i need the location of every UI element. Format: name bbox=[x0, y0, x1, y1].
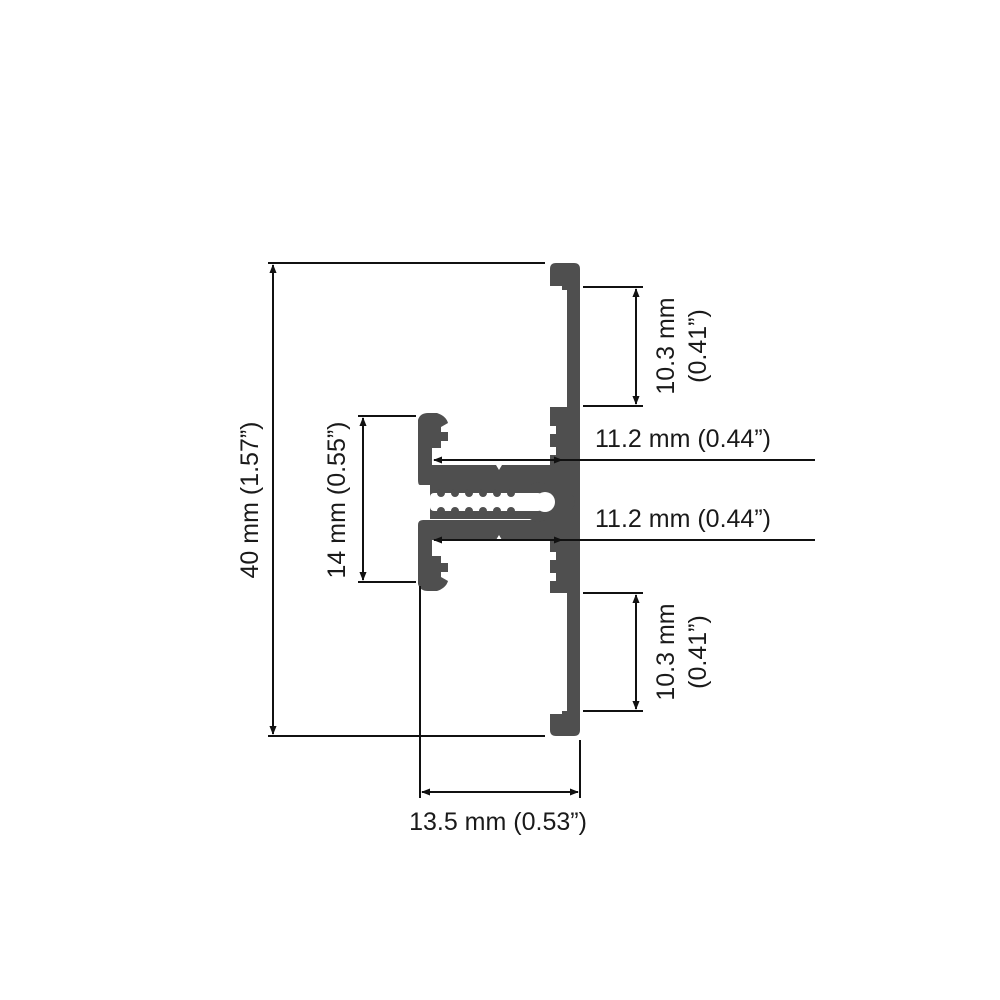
dimension-label-overall-height: 40 mm (1.57”) bbox=[236, 422, 264, 579]
profile-serrations bbox=[437, 489, 515, 515]
dimension-upper-channel-width: 11.2 mm (0.44”) bbox=[433, 425, 815, 464]
dimension-overall-height: 40 mm (1.57”) bbox=[236, 262, 545, 737]
dimension-inner-channel-height: 14 mm (0.55”) bbox=[323, 415, 416, 583]
dimension-label-lower-flange-line2: (0.41”) bbox=[684, 615, 712, 689]
profile-center-slot bbox=[430, 493, 542, 511]
dimension-lower-channel-width: 11.2 mm (0.44”) bbox=[433, 505, 815, 544]
dimension-label-upper-flange-line2: (0.41”) bbox=[684, 309, 712, 383]
dimension-upper-flange-height: 10.3 mm (0.41”) bbox=[583, 286, 712, 407]
dimension-lower-flange-height: 10.3 mm (0.41”) bbox=[583, 592, 712, 712]
profile-upper-channel bbox=[418, 413, 567, 485]
profile-lower-rib-block bbox=[550, 530, 567, 593]
dimension-label-lower-channel-width: 11.2 mm (0.44”) bbox=[595, 505, 771, 533]
dimension-label-inner-channel-height: 14 mm (0.55”) bbox=[323, 422, 351, 579]
profile-back-plate bbox=[550, 263, 580, 736]
dimension-label-upper-flange-line1: 10.3 mm bbox=[652, 297, 680, 394]
dimension-label-upper-channel-width: 11.2 mm (0.44”) bbox=[595, 425, 771, 453]
aluminum-profile bbox=[418, 263, 580, 736]
profile-lower-channel bbox=[418, 520, 567, 591]
dimension-label-overall-depth: 13.5 mm (0.53”) bbox=[409, 808, 587, 836]
dimension-label-lower-flange-line1: 10.3 mm bbox=[652, 603, 680, 700]
dimension-overall-depth: 13.5 mm (0.53”) bbox=[409, 586, 587, 836]
profile-upper-rib-block bbox=[550, 407, 567, 470]
profile-spine-joint bbox=[567, 470, 572, 530]
